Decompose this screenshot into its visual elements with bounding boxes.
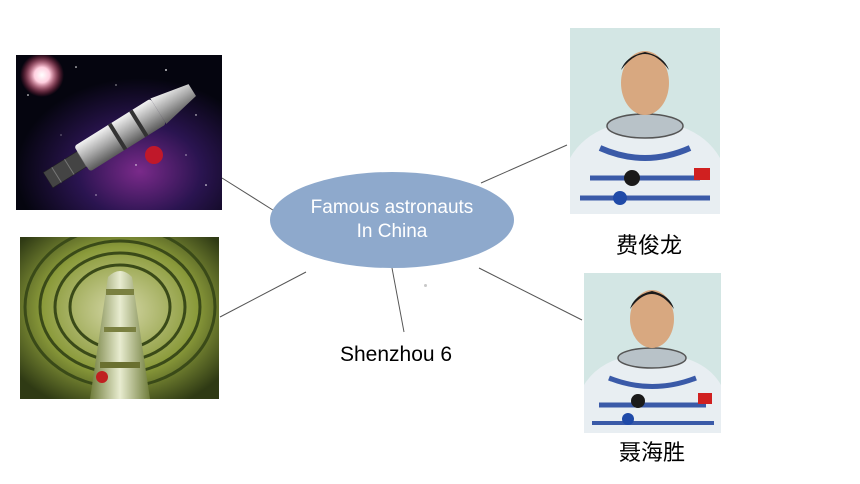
spacecraft-in-orbit-image: [16, 55, 222, 210]
central-topic-line-1: Famous astronauts: [310, 197, 474, 218]
astronaut-portrait-image-1: [570, 28, 720, 214]
astronaut-portrait-image-2: [584, 273, 721, 433]
rocket-launch-tower-image: [20, 237, 219, 399]
astronaut-1-name: 费俊龙: [616, 234, 683, 259]
connector-to-astronaut-1: [480, 144, 568, 184]
decorative-dot: [424, 284, 427, 287]
astronaut-2-name: 聂海胜: [619, 441, 686, 466]
central-topic-line-2: In China: [356, 221, 428, 242]
shenzhou-caption: Shenzhou 6: [340, 343, 453, 366]
connector-to-rocket: [219, 271, 307, 318]
central-topic-bubble: Famous astronauts In China: [270, 172, 514, 268]
connector-to-spacecraft: [221, 177, 277, 213]
connector-to-shenzhou: [391, 267, 405, 333]
connector-to-astronaut-2: [478, 267, 583, 321]
